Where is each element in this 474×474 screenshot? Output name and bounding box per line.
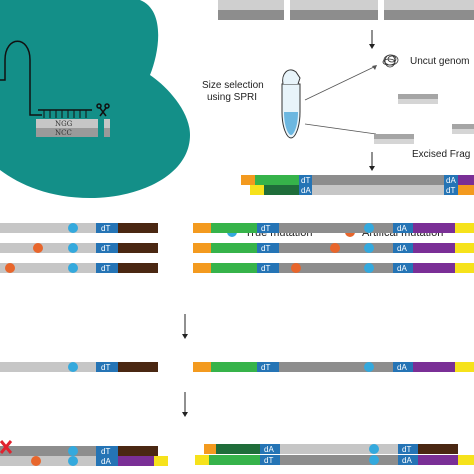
genomic-strands [218,0,474,20]
dT-left-3: dT [101,264,110,273]
adapter-fragment [241,175,474,195]
tube-arrow-upper [304,65,377,101]
fragment-c-bottom [374,139,414,144]
right-read-2 [193,243,474,253]
dA-label-top-right: dA [446,176,456,185]
dna-top-strand [36,119,98,128]
dT-right-1: dT [261,224,270,233]
left-read-2 [0,243,158,253]
dT-right-duplex-2: dT [402,445,411,454]
dA-right-2: dA [397,244,407,253]
tube-arrow-upper-head [372,65,377,70]
dT-label-top-right: dT [446,186,455,195]
dT-right-consensus: dT [261,363,270,372]
ngg-label: NGG [55,120,73,128]
dA-right-1: dA [397,224,407,233]
tube-arrow-lower [304,123,377,135]
dna-bottom-strand [36,128,98,137]
fragment-a-top [398,94,438,99]
arrow-head-2 [369,166,375,171]
fragment-b-top [452,124,474,129]
right-duplex [195,444,474,465]
dT-right-2: dT [261,244,270,253]
fragment-a-bottom [398,99,438,104]
ncc-label: NCC [55,129,72,137]
left-read-1 [0,223,158,233]
arrow-head [369,44,375,49]
dT-left-duplex: dT [101,447,110,456]
dA-right-consensus: dA [397,363,407,372]
dT-label-top: dT [301,176,310,185]
dA-right-duplex-2: dA [402,456,412,465]
left-consensus-read [0,362,158,372]
dA-right-duplex: dA [264,445,274,454]
right-read-3 [193,263,474,273]
dA-right-3: dA [397,264,407,273]
fragment-b-bottom [452,129,474,134]
excised-fragment-label: Excised Frag [412,149,470,160]
dA-left-duplex: dA [101,457,111,466]
right-read-1 [193,223,474,233]
dT-left-1: dT [101,224,110,233]
arrow-head-4 [182,412,188,417]
cas9-blob [0,0,190,198]
left-read-3 [0,263,158,273]
dT-right-3: dT [261,264,270,273]
dT-right-duplex: dT [264,456,273,465]
scissors-icon [96,103,110,117]
size-selection-label-1: Size selection [202,80,264,91]
fragment-c-top [374,134,414,139]
right-consensus-read [193,362,474,372]
dT-left-2: dT [101,244,110,253]
dA-label-top: dA [301,186,311,195]
uncut-genomic-label: Uncut genom [410,56,469,67]
dna-top-strand-right [104,119,110,128]
tube-icon [281,69,301,139]
uncut-genomic-icon [382,54,399,68]
size-selection-label-2: using SPRI [207,92,257,103]
dT-left-consensus: dT [101,363,110,372]
cut-mark-icon [0,440,13,454]
dna-bottom-strand-right [104,128,110,137]
left-duplex [0,446,168,466]
pairing-ticks [43,110,87,118]
arrow-head-3 [182,334,188,339]
guide-rna-loop [0,40,42,116]
